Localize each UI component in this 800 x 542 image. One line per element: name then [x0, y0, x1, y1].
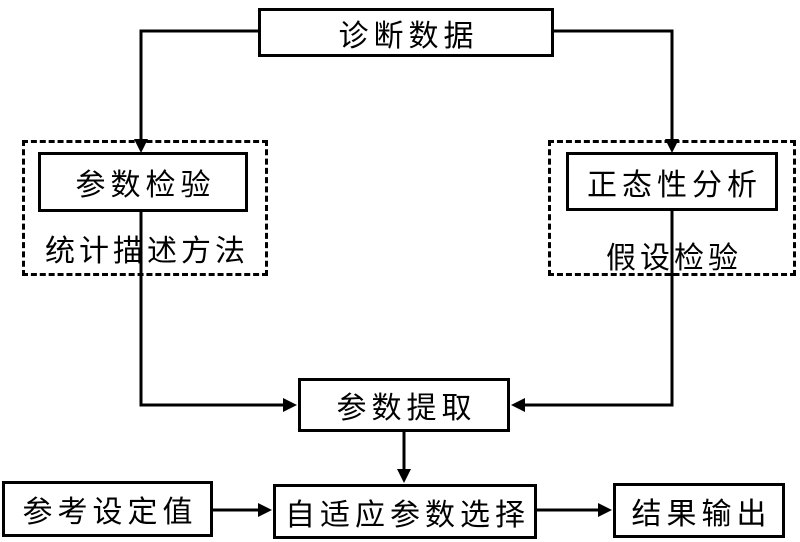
node-parameter-test: 参数检验: [38, 152, 248, 212]
label-statistical-method: 统计描述方法: [45, 235, 249, 268]
arrowhead-down-icon: [397, 469, 411, 483]
arrowhead-right-icon: [258, 503, 272, 517]
edge-diagnostic-to-parameter-test: [139, 29, 258, 140]
node-adaptive-selection: 自适应参数选择: [273, 484, 537, 539]
node-parameter-extraction: 参数提取: [298, 378, 510, 432]
arrowhead-left-icon: [511, 398, 525, 412]
arrowhead-right-icon: [598, 503, 612, 517]
label-hypothesis-test: 假设检验: [606, 242, 742, 275]
edge-diagnostic-to-normality-analysis: [554, 29, 674, 140]
group-statistical-method: 参数检验 统计描述方法: [22, 140, 268, 276]
node-result-output: 结果输出: [613, 483, 785, 538]
group-hypothesis-test: 正态性分析 假设检验: [548, 140, 796, 276]
node-reference-value: 参考设定值: [2, 481, 213, 537]
edge-parameter-test-to-extraction: [139, 212, 284, 407]
arrowhead-right-icon: [283, 398, 297, 412]
node-normality-analysis: 正态性分析: [566, 152, 778, 211]
node-diagnostic-data: 诊断数据: [258, 8, 554, 57]
